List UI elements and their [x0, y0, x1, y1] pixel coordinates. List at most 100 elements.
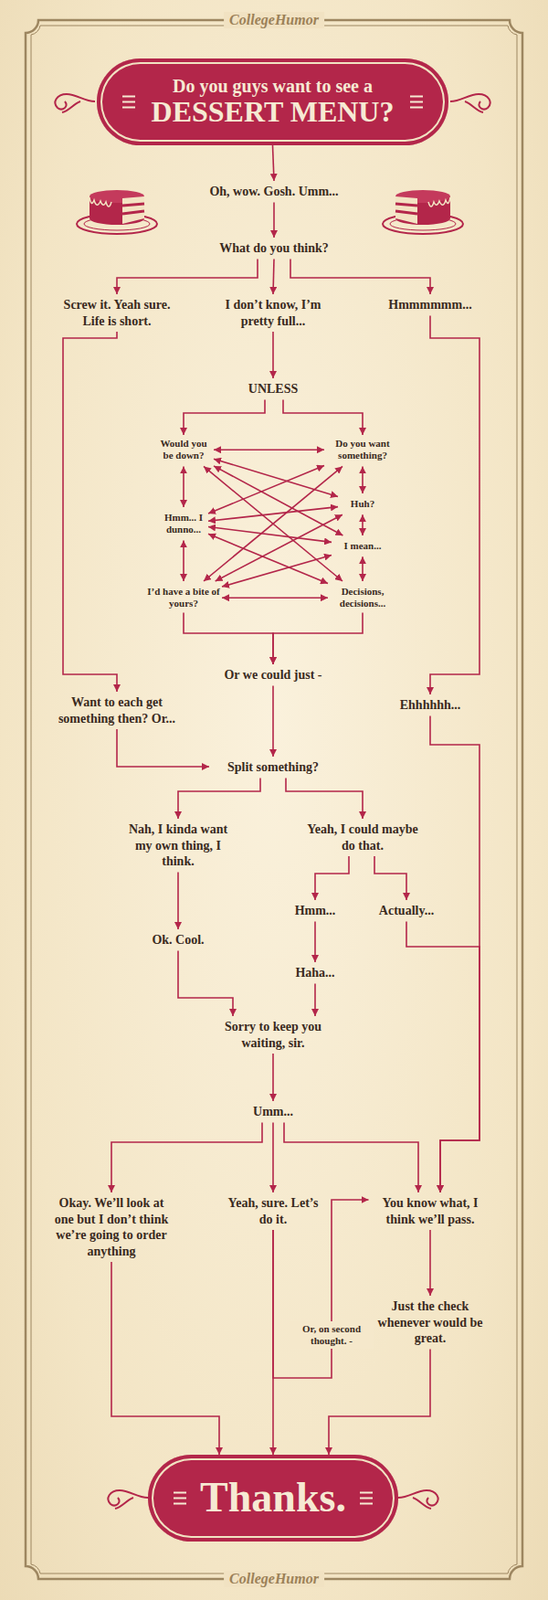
tangle-text: Decisions, decisions... [329, 582, 396, 612]
dialog-node: Oh, wow. Gosh. Umm... [173, 180, 375, 203]
connector [203, 465, 343, 581]
node-text: Hmmmmmm... [379, 296, 481, 314]
dialog-node: Umm... [245, 1100, 301, 1123]
node-text: Screw it. Yeah sure. Life is short. [57, 296, 177, 329]
tangle-text: Hmm... I dunno... [160, 508, 207, 538]
node-text: Yeah, I could maybe do that. [305, 821, 421, 854]
connector [116, 259, 258, 296]
node-text: UNLESS [236, 380, 310, 398]
node-text: Haha... [283, 964, 348, 981]
connector [273, 1199, 369, 1378]
connector [272, 1122, 274, 1193]
connector [284, 1122, 419, 1193]
connector [430, 716, 480, 1193]
connector [283, 400, 363, 436]
connector [361, 465, 364, 494]
tangle-text: Huh? [339, 495, 386, 513]
band-text: Thanks. [200, 1474, 347, 1521]
dialog-node: UNLESS [236, 378, 310, 401]
connector [272, 1053, 274, 1101]
connector [182, 465, 185, 507]
node-text: Yeah, sure. Let’s do it. [227, 1194, 319, 1227]
connector [361, 514, 364, 536]
connector [285, 778, 363, 820]
connector [273, 145, 275, 181]
connector [215, 514, 343, 581]
swirl-ornament [398, 1489, 439, 1508]
node-text: Sorry to keep you waiting, sir. [213, 1018, 333, 1051]
dialog-node: Nah, I kinda want my own thing, I think. [121, 818, 236, 873]
node-text: You know what, I think we’ll pass. [368, 1194, 493, 1227]
node-text: Split something? [209, 758, 338, 776]
band-dash [410, 106, 423, 109]
connector [208, 526, 332, 543]
node-text: Or we could just - [195, 666, 351, 684]
dialog-node: Want to each get something then? Or... [57, 691, 177, 729]
band-dash [173, 1491, 187, 1494]
connector [208, 506, 338, 522]
connector [208, 465, 325, 515]
band-dash [173, 1496, 187, 1499]
connector [429, 1229, 432, 1296]
node-text: Umm... [245, 1103, 301, 1120]
dialog-node: Just the check whenever would be great. [373, 1295, 488, 1349]
dialog-node: Ok. Cool. [141, 928, 215, 951]
node-text: I’d have a bite of yours? [147, 585, 221, 610]
swirl-ornament [450, 94, 491, 113]
node-text: I mean... [333, 539, 392, 552]
dialog-node: Sorry to keep you waiting, sir. [213, 1015, 333, 1054]
node-text: Do you want something? [326, 437, 400, 462]
dialog-node: Ehhhhhh... [384, 694, 476, 717]
connector [111, 1261, 220, 1455]
band-dash [122, 101, 136, 104]
title-band: Do you guys want to see aDESSERT MENU? [96, 58, 449, 146]
node-text: Would you be down? [155, 437, 212, 462]
connector [273, 259, 274, 296]
band-dash [410, 95, 423, 98]
band-dash [122, 95, 136, 98]
connector [178, 778, 261, 820]
node-text: Okay. We’ll look at one but I don’t thin… [50, 1194, 174, 1259]
connector [213, 448, 325, 451]
connector [290, 259, 431, 296]
connector [221, 554, 332, 587]
connector [273, 611, 363, 664]
node-text: Decisions, decisions... [329, 585, 396, 610]
node-text: Oh, wow. Gosh. Umm... [173, 183, 375, 201]
dialog-node: Haha... [283, 961, 348, 984]
dialog-node: You know what, I think we’ll pass. [368, 1191, 493, 1230]
band-dash [359, 1502, 373, 1505]
connector [116, 728, 210, 767]
cake-icon [382, 189, 464, 234]
band-text: DESSERT MENU? [151, 95, 395, 128]
dialog-node: Actually... [369, 899, 443, 922]
swirl-ornament [107, 1489, 148, 1508]
node-text: Just the check whenever would be great. [373, 1297, 488, 1347]
node-text: I don’t know, I’m pretty full... [216, 296, 331, 329]
dialog-node: Yeah, I could maybe do that. [305, 818, 421, 856]
connector [111, 1122, 263, 1193]
dialog-node: Split something? [209, 756, 338, 779]
node-text: Want to each get something then? Or... [57, 694, 177, 727]
connector [272, 331, 274, 379]
connector [361, 556, 364, 581]
node-text: Actually... [369, 902, 443, 919]
connector [314, 983, 317, 1017]
connector [328, 1348, 431, 1455]
connector [406, 921, 480, 1193]
connector [63, 331, 117, 692]
node-text: Ok. Cool. [141, 931, 215, 949]
connector [182, 539, 185, 581]
node-text: Huh? [339, 497, 386, 510]
node-text: Hmm... I dunno... [160, 511, 207, 536]
watermark: CollegeHumor [223, 1570, 325, 1587]
connector [178, 950, 233, 1017]
connector [315, 855, 349, 900]
connector [183, 400, 265, 436]
connector [203, 465, 343, 581]
page-frame [25, 20, 523, 1579]
connector [221, 596, 328, 599]
